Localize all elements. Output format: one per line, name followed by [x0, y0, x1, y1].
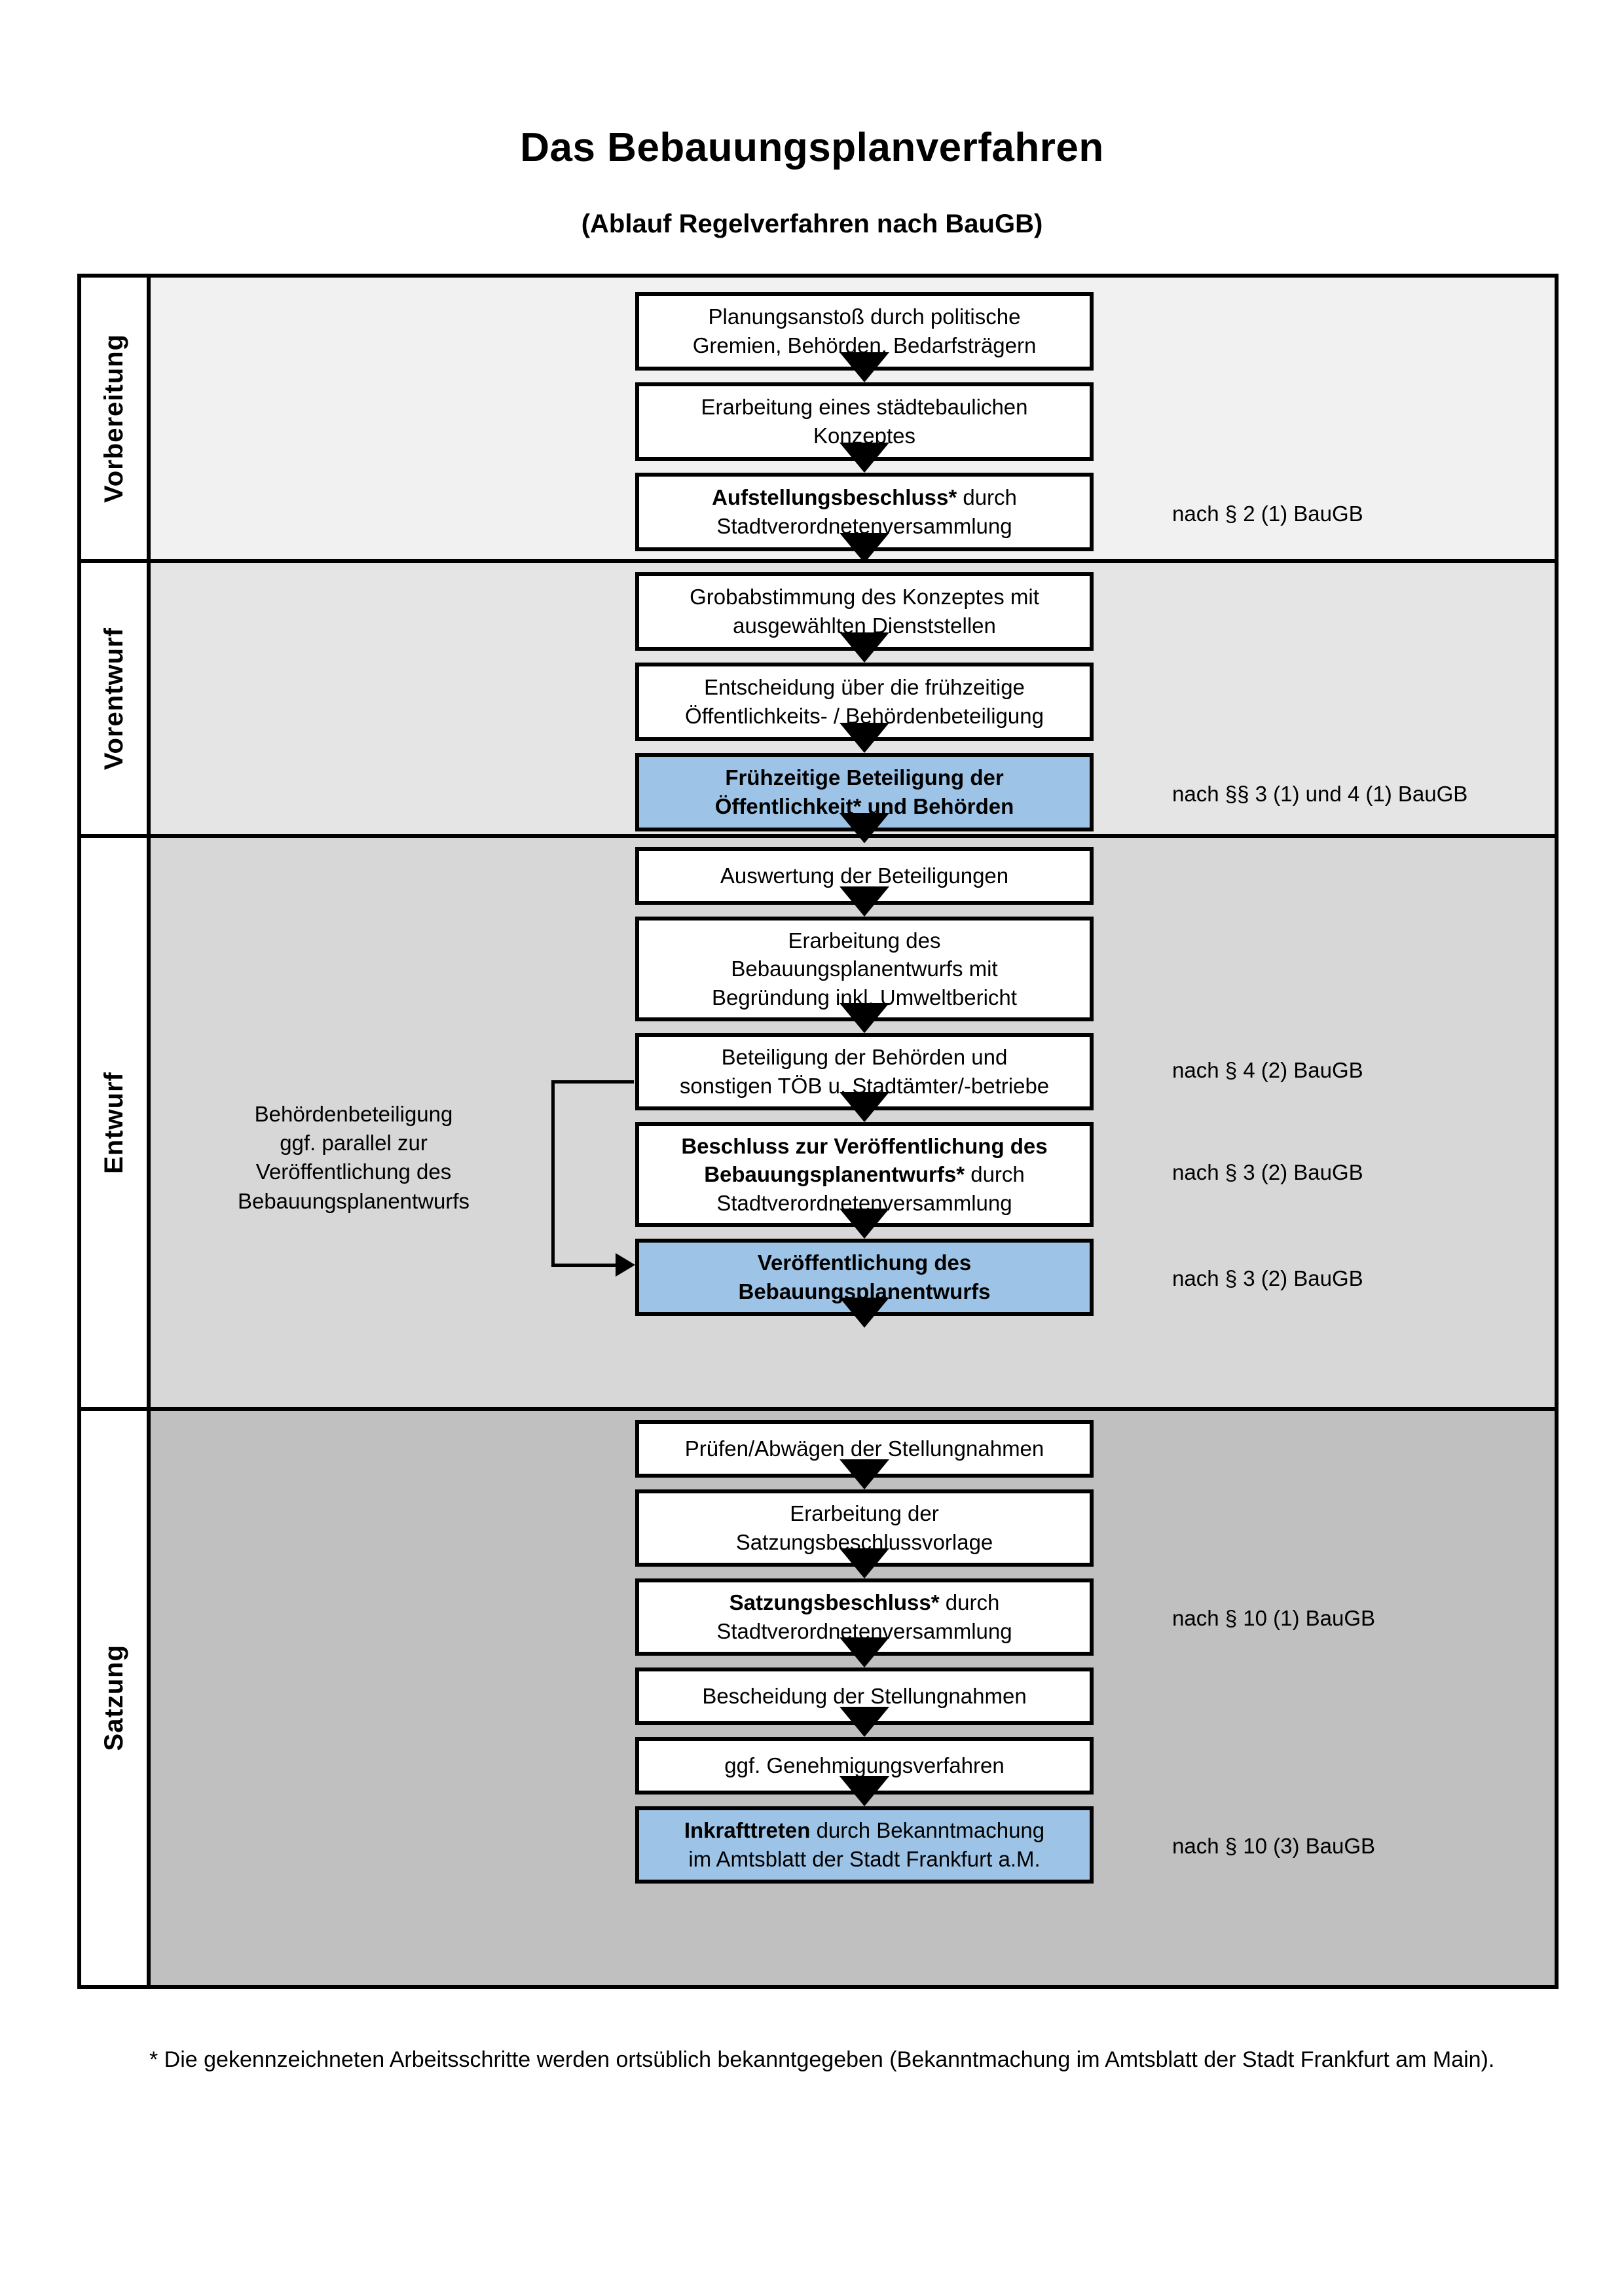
step-line: durch Bekanntmachung [810, 1818, 1045, 1843]
arrow-right-icon [616, 1253, 635, 1277]
legal-reference-par-3-2-b: nach § 3 (2) BauGB [1172, 1266, 1363, 1290]
arrow-down-icon [840, 1298, 889, 1328]
legal-reference-par-10-1: nach § 10 (1) BauGB [1172, 1606, 1376, 1630]
arrow-down-icon [840, 1548, 889, 1578]
step-line-bold: Aufstellungsbeschluss* [712, 485, 957, 510]
legal-reference-par-3-2-a: nach § 3 (2) BauGB [1172, 1160, 1363, 1184]
side-note-line: Bebauungsplanentwurfs [237, 1188, 470, 1213]
step-line: Erarbeitung des [788, 928, 941, 953]
step-line: durch [939, 1590, 1000, 1615]
arrow-down-icon [840, 1092, 889, 1122]
step-line: Bescheidung der Stellungnahmen [702, 1684, 1027, 1709]
step-line: Entscheidung über die frühzeitige [704, 675, 1025, 700]
side-note-behoerdenbeteiligung: Behördenbeteiligung ggf. parallel zur Ve… [190, 1100, 517, 1216]
step-line: Beteiligung der Behörden und [721, 1045, 1008, 1070]
arrow-down-icon [840, 352, 889, 382]
footnote-text: * Die gekennzeichneten Arbeitsschritte w… [149, 2047, 1495, 2072]
arrow-down-icon [840, 1003, 889, 1033]
bracket-segment-bottom [551, 1264, 617, 1267]
phase-label-entwurf: Entwurf [81, 838, 151, 1407]
step-line: Erarbeitung eines städtebaulichen [701, 395, 1028, 420]
arrow-down-icon [840, 1459, 889, 1489]
phase-label-vorentwurf: Vorentwurf [81, 563, 151, 834]
side-note-line: Veröffentlichung des [255, 1159, 452, 1184]
step-line: Grobabstimmung des Konzeptes mit [690, 585, 1039, 610]
phase-body-vorbereitung: Planungsanstoß durch politische Gremien,… [151, 278, 1555, 563]
step-line-bold: Frühzeitige Beteiligung der [725, 765, 1004, 790]
bracket-connector [551, 1080, 643, 1277]
bracket-segment-vertical [551, 1080, 555, 1267]
step-box-staedtebauliches-konzept[interactable]: Erarbeitung eines städtebaulichen Konzep… [635, 382, 1094, 461]
arrow-down-icon [840, 1776, 889, 1806]
phase-label-vorbereitung: Vorbereitung [81, 278, 151, 559]
step-line-bold: Inkrafttreten [684, 1818, 811, 1843]
step-box-inkrafttreten[interactable]: Inkrafttreten durch Bekanntmachung im Am… [635, 1806, 1094, 1884]
side-note-line: Behördenbeteiligung [254, 1102, 453, 1126]
side-note-line: ggf. parallel zur [280, 1131, 428, 1156]
step-line: durch [965, 1162, 1025, 1187]
step-line-bold: Bebauungsplanentwurfs* [704, 1162, 965, 1187]
arrow-down-icon [840, 723, 889, 753]
arrow-down-icon [840, 813, 889, 843]
phase-row-entwurf: Entwurf Behördenbeteiligung ggf. paralle… [81, 838, 1555, 1411]
arrow-down-icon [840, 533, 889, 563]
phase-label-text: Satzung [99, 1645, 128, 1751]
arrow-down-icon [840, 1637, 889, 1667]
phase-label-text: Vorbereitung [99, 334, 128, 503]
phase-label-text: Entwurf [99, 1071, 128, 1174]
phase-label-text: Vorentwurf [99, 627, 128, 771]
step-line: Planungsanstoß durch politische [708, 304, 1021, 329]
legal-reference-par-10-3: nach § 10 (3) BauGB [1172, 1834, 1376, 1858]
step-line: im Amtsblatt der Stadt Frankfurt a.M. [688, 1847, 1041, 1871]
step-line-bold: Veröffentlichung des [757, 1250, 972, 1275]
arrow-down-icon [840, 632, 889, 663]
step-line-bold: Satzungsbeschluss* [729, 1590, 940, 1615]
phase-body-vorentwurf: Grobabstimmung des Konzeptes mit ausgewä… [151, 563, 1555, 843]
arrow-down-icon [840, 886, 889, 917]
page-title: Das Bebauungsplanverfahren [520, 125, 1104, 170]
page-subtitle: (Ablauf Regelverfahren nach BauGB) [581, 210, 1043, 238]
phase-body-satzung: Prüfen/Abwägen der Stellungnahmen Erarbe… [151, 1411, 1555, 1985]
step-line: ggf. Genehmigungsverfahren [724, 1753, 1005, 1778]
arrow-down-icon [840, 1707, 889, 1737]
legal-reference-par-4-2: nach § 4 (2) BauGB [1172, 1058, 1363, 1082]
step-line: Bebauungsplanentwurfs mit [731, 957, 998, 981]
step-line: Prüfen/Abwägen der Stellungnahmen [684, 1436, 1044, 1461]
arrow-down-icon [840, 1209, 889, 1239]
phase-row-satzung: Satzung Prüfen/Abwägen der Stellungnahme… [81, 1411, 1555, 1985]
phase-body-entwurf: Behördenbeteiligung ggf. parallel zur Ve… [151, 838, 1555, 1407]
step-line-bold: Beschluss zur Veröffentlichung des [681, 1133, 1048, 1158]
legal-reference-par-3-1-4-1: nach §§ 3 (1) und 4 (1) BauGB [1172, 782, 1468, 806]
step-line: durch [957, 485, 1017, 510]
step-box-planungsanstoss[interactable]: Planungsanstoß durch politische Gremien,… [635, 292, 1094, 371]
phase-row-vorbereitung: Vorbereitung Planungsanstoß durch politi… [81, 278, 1555, 563]
legal-reference-par-2-1: nach § 2 (1) BauGB [1172, 501, 1363, 526]
phase-label-satzung: Satzung [81, 1411, 151, 1985]
flowchart-frame: Vorbereitung Planungsanstoß durch politi… [77, 274, 1559, 1989]
step-line: Erarbeitung der [790, 1501, 939, 1526]
arrow-down-icon [840, 443, 889, 473]
step-line: Auswertung der Beteiligungen [720, 864, 1009, 888]
bracket-segment-top [551, 1080, 634, 1084]
phase-row-vorentwurf: Vorentwurf Grobabstimmung des Konzeptes … [81, 563, 1555, 843]
